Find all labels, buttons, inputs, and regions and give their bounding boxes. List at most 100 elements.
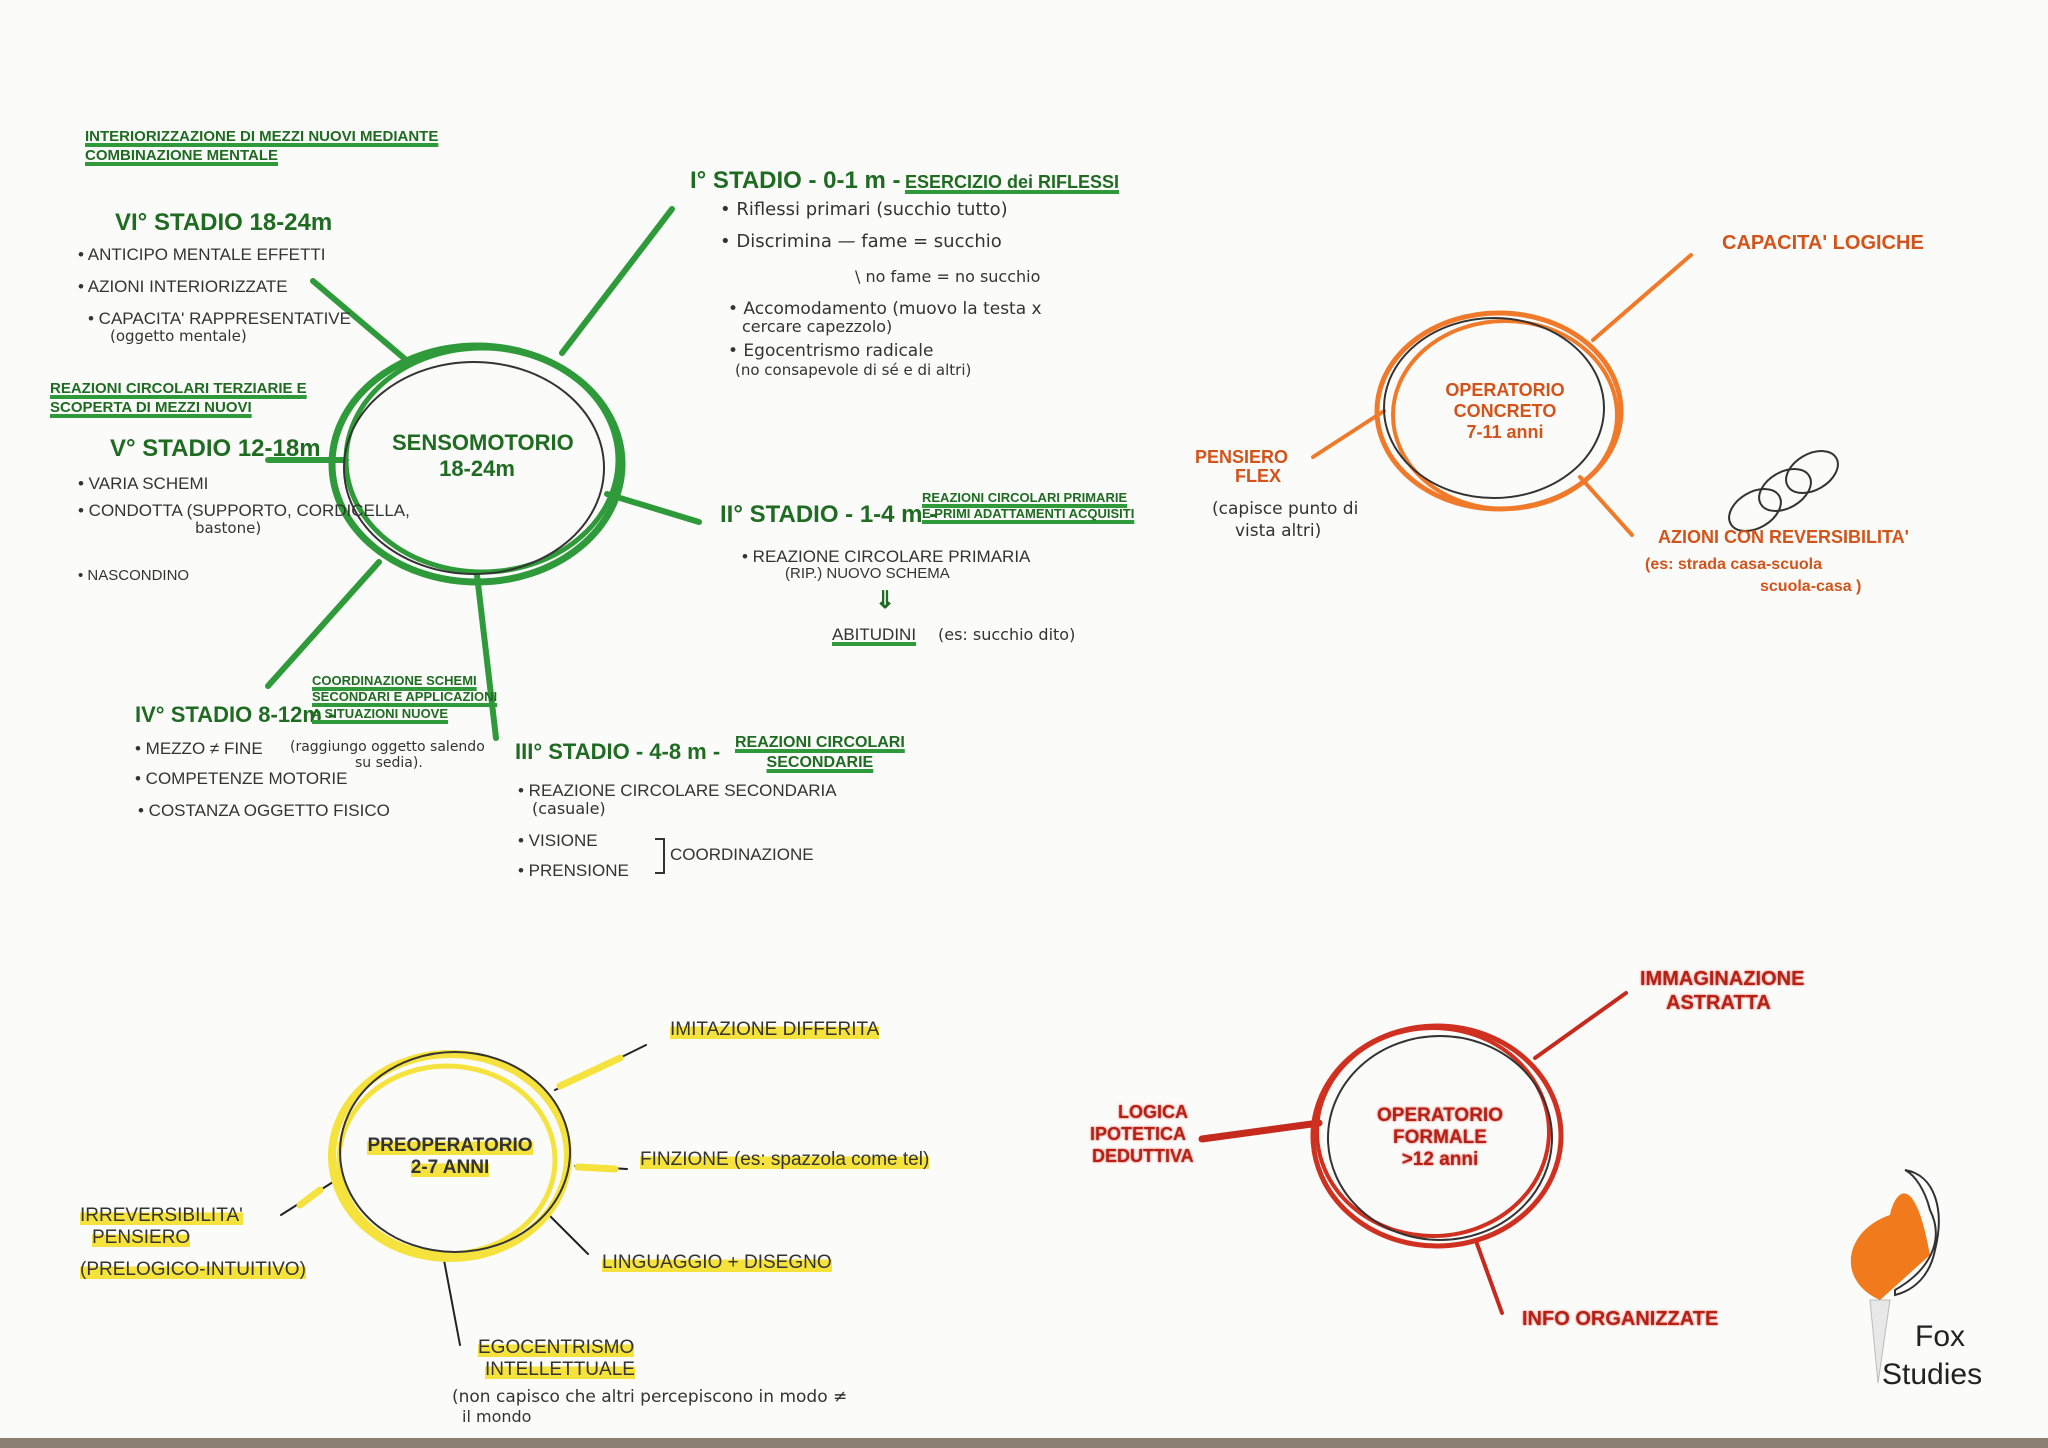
center-title: OPERATORIO — [1445, 380, 1565, 400]
stage6-highlight: INTERIORIZZAZIONE DI MEZZI NUOVI MEDIANT… — [85, 128, 438, 166]
branch-hypothetical-logic: DEDUTTIVA — [1092, 1146, 1194, 1166]
sensorimotor-circle — [328, 342, 626, 586]
highlight-line: SECONDARIE — [766, 754, 874, 771]
highlight-line: INTERIORIZZAZIONE DI MEZZI NUOVI MEDIANT… — [85, 128, 439, 145]
branch-note: (PRELOGICO-INTUITIVO) — [80, 1259, 306, 1281]
highlight-line: REAZIONI CIRCOLARI TERZIARIE E — [50, 380, 307, 397]
list-item-note: su sedia). — [355, 755, 423, 771]
stage3-title: III° STADIO - 4-8 m - — [515, 739, 721, 764]
branch-pretend-play: FINZIONE (es: spazzola come tel) — [640, 1149, 930, 1171]
list-item: • NASCONDINO — [78, 567, 190, 584]
logo-text: Studies — [1882, 1358, 1983, 1391]
list-item-note: (no consapevole di sé e di altri) — [735, 361, 972, 379]
fox-logo-icon — [1850, 1169, 1940, 1384]
list-item-note: cercare capezzolo) — [742, 317, 893, 336]
center-title: SENSOMOTORIO — [392, 430, 574, 455]
highlight-line: A SITUAZIONI NUOVE — [312, 705, 449, 721]
branch-hypothetical-logic: IPOTETICA — [1090, 1124, 1187, 1144]
chain-doodle-icon — [1728, 450, 1839, 532]
branch-note: (es: strada casa-scuola — [1645, 556, 1822, 573]
list-item: • CONDOTTA (supporto, cordicella, — [78, 501, 410, 520]
highlight-line: COMBINAZIONE MENTALE — [85, 146, 279, 164]
branch-note: il mondo — [462, 1407, 532, 1426]
branch-egocentrism: INTELLETTUALE — [485, 1359, 635, 1381]
branch-flexible-thought: FLEX — [1235, 466, 1282, 486]
list-item-note: (rip.) NUOVO SCHEMA — [785, 565, 950, 582]
branch-irreversibility: PENSIERO — [92, 1227, 191, 1249]
center-age: 18-24m — [439, 456, 515, 481]
preoperational-branch-highlights — [296, 1054, 624, 1209]
highlight-line: REAZIONI CIRCOLARI — [735, 734, 905, 751]
list-item: • Egocentrismo radicale — [728, 341, 934, 361]
center-title: PREOPERATORIO — [367, 1135, 533, 1157]
center-title: OPERATORIO — [1377, 1105, 1503, 1126]
highlight-line: E PRIMI ADATTAMENTI ACQUISITI — [922, 506, 1135, 522]
habits-note: (es: succhio dito) — [938, 625, 1076, 644]
preoperational-circle — [328, 1050, 572, 1262]
list-item: • Accomodamento (muovo la testa x — [728, 299, 1042, 319]
list-item: • PRENSIONE — [518, 861, 629, 880]
list-item: • VARIA SCHEMI — [78, 474, 209, 493]
formal-branches — [1198, 991, 1628, 1315]
branch-hypothetical-logic: LOGICA — [1118, 1102, 1188, 1122]
branch-note: (non capisco che altri percepiscono in m… — [452, 1387, 848, 1407]
branch-note: (capisce punto di — [1212, 499, 1359, 519]
center-age: 7-11 anni — [1466, 422, 1544, 442]
concrete-branches — [1311, 253, 1693, 537]
arrow-down-icon: ⇓ — [875, 587, 896, 614]
highlight-line: SCOPERTA DI MEZZI NUOVI — [50, 398, 252, 416]
stage5-highlight: REAZIONI CIRCOLARI TERZIARIE E SCOPERTA … — [50, 380, 307, 418]
branch-reversibility: AZIONI CON REVERSIBILITA' — [1658, 527, 1909, 547]
stage2-title: II° STADIO - 1-4 m - — [720, 501, 938, 528]
sensorimotor-center-label: SENSOMOTORIO 18-24m — [392, 430, 574, 482]
list-item-note: (raggiungo oggetto salendo — [290, 739, 485, 755]
sensorimotor-branches — [265, 206, 702, 741]
list-item: • MEZZO ≠ FINE — [135, 739, 263, 758]
formal-circle — [1310, 1023, 1564, 1249]
preoperational-branches — [280, 1044, 647, 1346]
stage1-highlight: ESERCIZIO dei RIFLESSI — [904, 172, 1119, 192]
list-item: \ no fame = no succhio — [855, 267, 1041, 286]
preoperational-center-label: PREOPERATORIO 2-7 anni — [360, 1135, 540, 1179]
branch-line — [559, 206, 675, 356]
concrete-circle — [1374, 310, 1624, 512]
center-age: >12 anni — [1401, 1149, 1479, 1170]
list-item: • Discrimina — fame = succhio — [720, 231, 1002, 252]
concrete-center-label: OPERATORIO CONCRETO 7-11 anni — [1405, 380, 1605, 443]
stage5-title: V° STADIO 12-18m — [110, 435, 321, 462]
list-item: • COSTANZA OGGETTO FISICO — [138, 801, 390, 820]
branch-egocentrism: EGOCENTRISMO — [478, 1337, 635, 1359]
list-item-note: (oggetto mentale) — [110, 327, 247, 345]
stage4-title: IV° STADIO 8-12m - — [135, 702, 336, 727]
highlight-line: COORDINAZIONE SCHEMI — [312, 673, 477, 688]
logo-text: Fox — [1915, 1320, 1966, 1353]
table-surface-edge — [0, 1438, 2048, 1448]
branch-line — [265, 559, 382, 689]
list-item: • REAZIONE CIRCOLARE PRIMARIA — [742, 547, 1031, 566]
center-title: FORMALE — [1393, 1127, 1487, 1148]
stage3-highlight: REAZIONI CIRCOLARI SECONDARIE — [735, 733, 905, 773]
list-item-note: (casuale) — [532, 799, 606, 818]
branch-logical-skills: CAPACITA' LOGICHE — [1722, 232, 1924, 254]
branch-note: vista altri) — [1235, 521, 1322, 541]
branch-line — [604, 491, 702, 525]
branch-flexible-thought: PENSIERO — [1195, 447, 1289, 467]
stage4-highlight: COORDINAZIONE SCHEMI SECONDARI E APPLICA… — [312, 673, 497, 722]
list-item: • ANTICIPO MENTALE EFFETTI — [78, 245, 326, 264]
stage6-title: VI° STADIO 18-24m — [115, 209, 333, 236]
center-age: 2-7 anni — [410, 1157, 490, 1179]
branch-abstract-imagination: ASTRATTA — [1666, 992, 1771, 1014]
bracket — [655, 838, 665, 874]
bracket-label: COORDINAZIONE — [670, 845, 814, 864]
list-item: • AZIONI INTERIORIZZATE — [78, 277, 288, 296]
stage1-title: I° STADIO - 0-1 m - — [690, 167, 901, 194]
list-item: • COMPETENZE MOTORIE — [135, 769, 348, 788]
branch-line — [310, 278, 408, 362]
branch-deferred-imitation: IMITAZIONE DIFFERITA — [670, 1019, 880, 1041]
list-item: • REAZIONE CIRCOLARE SECONDARIA — [518, 781, 837, 800]
branch-organized-info: INFO ORGANIZZATE — [1522, 1308, 1719, 1330]
highlight-line: SECONDARI E APPLICAZIONI — [312, 689, 498, 705]
branch-line — [474, 572, 499, 741]
stage2-highlight: REAZIONI CIRCOLARI PRIMARIE E PRIMI ADAT… — [922, 490, 1134, 523]
